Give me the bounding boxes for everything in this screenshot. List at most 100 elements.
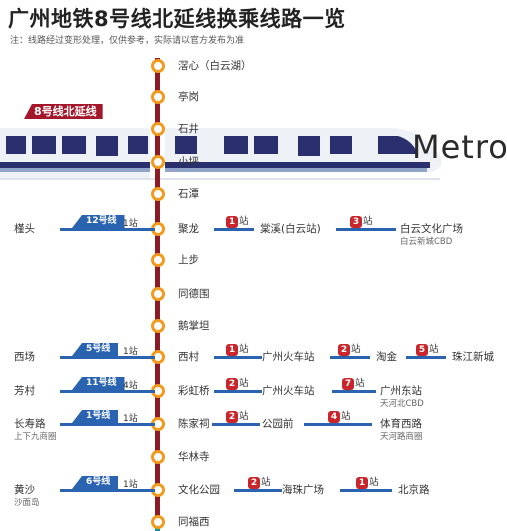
hop-line — [340, 489, 392, 492]
hop-line — [336, 228, 396, 231]
transfer-origin-name: 长寿路 — [14, 418, 46, 430]
connector-line — [60, 489, 155, 492]
station-dot — [151, 253, 165, 267]
connector-line — [60, 356, 155, 359]
hop-line — [330, 356, 370, 359]
station-name: 陈家祠 — [178, 418, 210, 430]
hop-destination: 棠溪(白云站) — [260, 223, 321, 235]
station-name: 彩虹桥 — [178, 385, 210, 397]
transfer-line-tag: 5号线 — [72, 343, 119, 356]
transfer-origin-name: 槿头 — [14, 223, 35, 235]
hop-count-number: 2 — [248, 477, 260, 489]
page-title: 广州地铁8号线北延线换乘线路一览 — [8, 7, 346, 31]
hop-count-unit: 站 — [429, 344, 439, 355]
hop-destination: 广州东站 — [380, 385, 422, 397]
station-dot — [151, 287, 165, 301]
hop-destination: 广州火车站 — [262, 351, 315, 363]
hop-count-number: 1 — [356, 477, 368, 489]
hop-count-unit: 站 — [261, 477, 271, 488]
station-dot — [151, 155, 165, 169]
hop-count-unit: 站 — [363, 216, 373, 227]
transfer-line-count: 1站 — [123, 414, 138, 424]
connector-line — [60, 423, 155, 426]
transfer-origin-name: 黄沙 — [14, 484, 35, 496]
hop-count-number: 5 — [416, 344, 428, 356]
hop-count-unit: 站 — [239, 411, 249, 422]
hop-count-unit: 站 — [369, 477, 379, 488]
hop-count-number: 1 — [226, 216, 238, 228]
transfer-line-tag: 1号线 — [72, 410, 119, 423]
hop-line — [332, 390, 376, 393]
connector-line — [60, 228, 155, 231]
hop-count-number: 2 — [226, 411, 238, 423]
hop-destination: 北京路 — [398, 484, 430, 496]
station-name: 鹅掌坦 — [178, 320, 210, 332]
hop-destination: 公园前 — [262, 418, 294, 430]
hop-count-number: 2 — [338, 344, 350, 356]
hop-destination: 广州火车站 — [262, 385, 315, 397]
transfer-line-count: 4站 — [123, 381, 138, 391]
station-name: 上步 — [178, 254, 199, 266]
hop-line — [304, 423, 372, 426]
station-name: 西村 — [178, 351, 199, 363]
hop-count-unit: 站 — [239, 216, 249, 227]
station-dot — [151, 319, 165, 333]
hop-line — [214, 356, 262, 359]
hop-destination: 白云文化广场 — [400, 223, 463, 235]
hop-count-unit: 站 — [239, 378, 249, 389]
station-dot — [151, 515, 165, 529]
hop-line — [212, 423, 260, 426]
transfer-origin-name: 西场 — [14, 351, 35, 363]
hop-count-unit: 站 — [341, 411, 351, 422]
transfer-origin-sub: 沙面岛 — [14, 498, 40, 508]
station-name: 小坪 — [178, 156, 199, 168]
station-name: 华林寺 — [178, 451, 210, 463]
hop-count-unit: 站 — [355, 378, 365, 389]
station-name: 滘心（白云湖） — [178, 60, 252, 72]
hop-line — [214, 390, 262, 393]
transfer-line-count: 1站 — [123, 480, 138, 490]
station-dot — [151, 187, 165, 201]
hop-destination: 体育西路 — [380, 418, 422, 430]
transfer-line-count: 1站 — [123, 219, 138, 229]
hop-destination-sub: 白云新城CBD — [400, 237, 453, 247]
station-name: 聚龙 — [178, 223, 199, 235]
station-name: 文化公园 — [178, 484, 220, 496]
station-dot — [151, 59, 165, 73]
hop-count-unit: 站 — [351, 344, 361, 355]
transfer-line-tag: 6号线 — [72, 476, 119, 489]
hop-count-number: 1 — [226, 344, 238, 356]
connector-line — [60, 390, 155, 393]
hop-count-number: 3 — [350, 216, 362, 228]
hop-destination-sub: 天河路商圈 — [380, 432, 423, 442]
metro-logo: Metro — [412, 128, 507, 166]
hop-count-number: 4 — [328, 411, 340, 423]
station-name: 同德围 — [178, 288, 210, 300]
station-name: 石井 — [178, 123, 199, 135]
transfer-origin-name: 芳村 — [14, 385, 35, 397]
station-dot — [151, 122, 165, 136]
hop-line — [214, 228, 254, 231]
hop-count-unit: 站 — [239, 344, 249, 355]
station-name: 亭岗 — [178, 91, 199, 103]
disclaimer-note: 注：线路经过变形处理，仅供参考，实际请以官方发布为准 — [10, 36, 245, 46]
hop-count-number: 7 — [342, 378, 354, 390]
station-dot — [151, 90, 165, 104]
hop-line — [406, 356, 446, 359]
transfer-origin-sub: 上下九商圈 — [14, 432, 57, 442]
hop-destination-sub: 天河北CBD — [380, 399, 424, 409]
station-name: 同福西 — [178, 516, 210, 528]
hop-destination: 珠江新城 — [452, 351, 494, 363]
train-illustration — [0, 128, 442, 180]
transfer-line-tag: 12号线 — [72, 215, 125, 228]
